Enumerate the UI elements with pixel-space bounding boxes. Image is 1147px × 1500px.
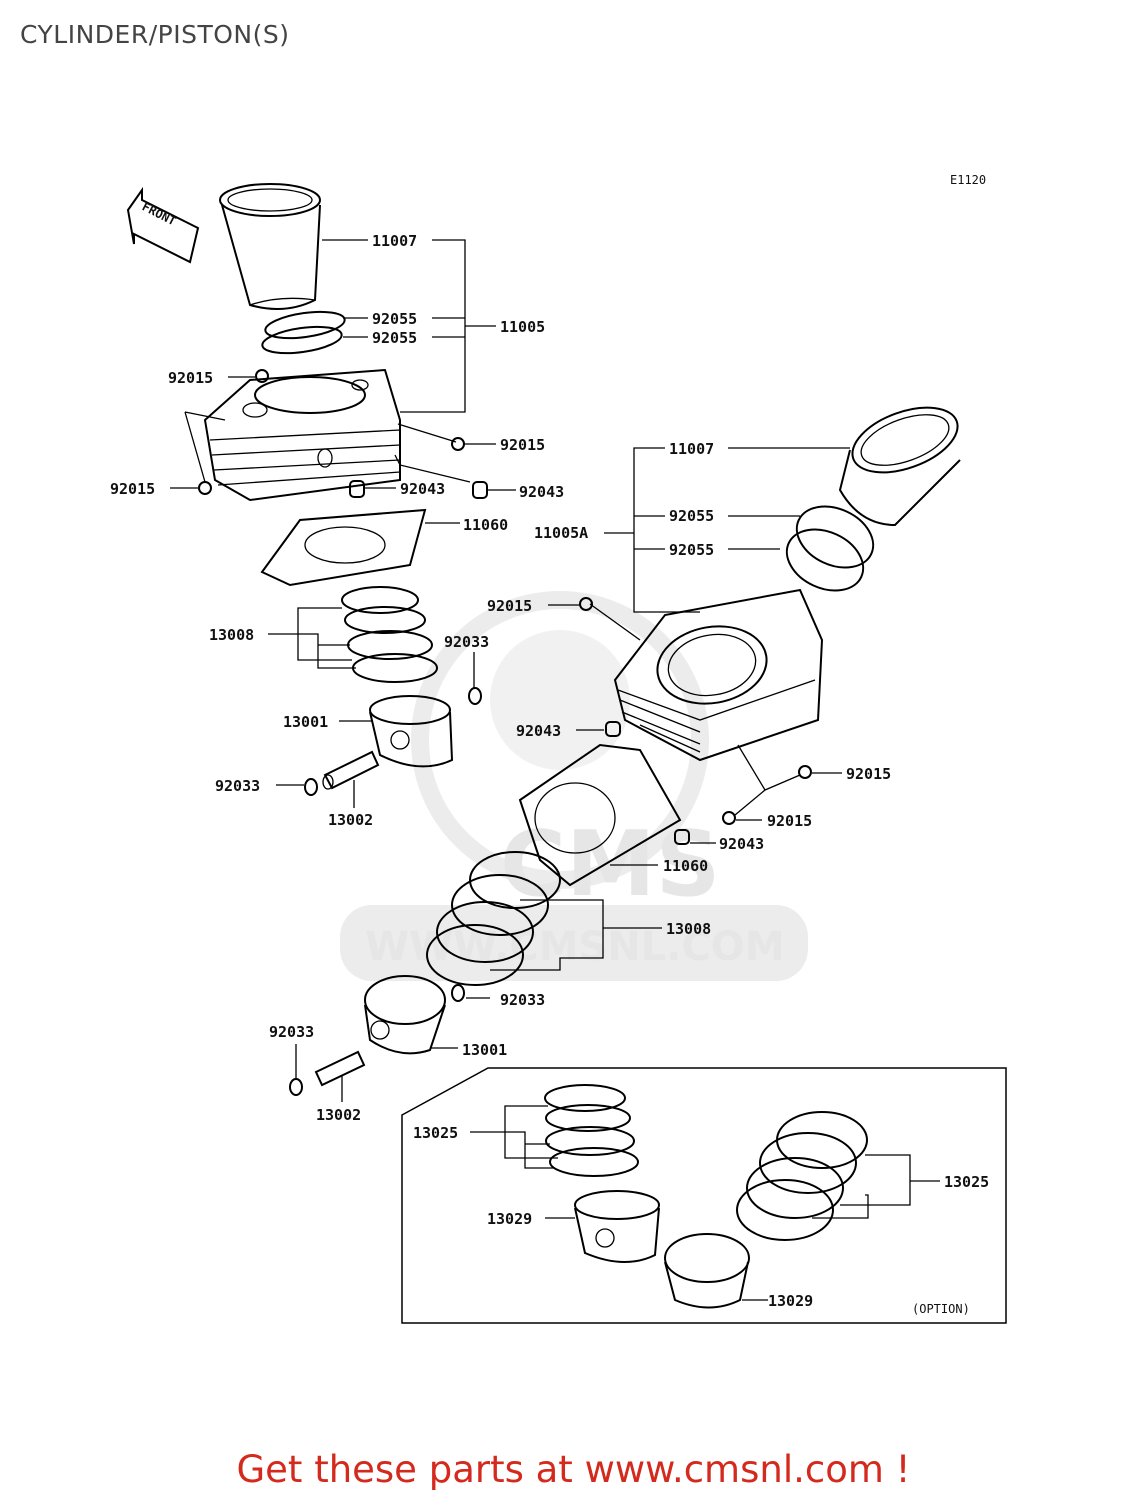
upper-piston-rings xyxy=(341,586,438,683)
callout-option-rings-right: 13025 xyxy=(944,1173,989,1191)
callout-labels: 11007 92055 92055 11005 92015 92015 9201… xyxy=(110,232,989,1316)
lower-bolt-right-b-icon xyxy=(722,811,736,825)
lower-leader-lines xyxy=(295,447,850,1102)
callout-lower-oring-b: 92055 xyxy=(669,541,714,559)
callout-lower-bolt-top: 92015 xyxy=(487,597,532,615)
upper-gasket xyxy=(260,508,427,587)
upper-cylinder-liner xyxy=(219,183,321,310)
upper-o-rings xyxy=(261,310,346,355)
lower-clip-right-icon xyxy=(451,984,465,1002)
lower-cylinder-block xyxy=(613,588,824,762)
front-arrow-icon: FRONT xyxy=(126,186,200,264)
upper-bolt-top-icon xyxy=(255,369,269,383)
watermark: CMS WWW.CMSNL.COM xyxy=(340,591,808,981)
callout-upper-cylinder-assy: 11005 xyxy=(500,318,545,336)
lower-cylinder-liner xyxy=(838,406,961,527)
callout-option-piston-right: 13029 xyxy=(768,1292,813,1310)
callout-upper-oring-b: 92055 xyxy=(372,329,417,347)
lower-piston xyxy=(364,975,446,1055)
option-box xyxy=(401,1067,1007,1324)
callout-lower-rings: 13008 xyxy=(666,920,711,938)
callout-lower-clip-left: 92033 xyxy=(269,1023,314,1041)
upper-cylinder-block xyxy=(203,368,401,502)
callout-lower-bolt-right-a: 92015 xyxy=(846,765,891,783)
option-piston-right xyxy=(664,1233,750,1309)
upper-bolt-right-icon xyxy=(451,437,465,451)
callout-upper-dowel-b: 92043 xyxy=(519,483,564,501)
option-label: (OPTION) xyxy=(912,1302,970,1316)
callout-lower-cylinder-assy: 11005A xyxy=(534,524,588,542)
footer-cta[interactable]: Get these parts at www.cmsnl.com ! xyxy=(236,1448,911,1491)
diagram-code: E1120 xyxy=(950,173,986,187)
option-piston-left xyxy=(574,1190,660,1264)
lower-dowel-right-icon xyxy=(674,829,690,845)
callout-upper-clip-right: 92033 xyxy=(444,633,489,651)
upper-clip-right-icon xyxy=(468,687,482,705)
callout-upper-bolt-right: 92015 xyxy=(500,436,545,454)
callout-upper-oring-a: 92055 xyxy=(372,310,417,328)
lower-bolt-top-icon xyxy=(579,597,593,611)
option-rings-left xyxy=(544,1084,639,1177)
option-leader-lines xyxy=(470,1105,940,1301)
callout-upper-gasket: 11060 xyxy=(463,516,508,534)
callout-lower-oring-a: 92055 xyxy=(669,507,714,525)
lower-piston-pin xyxy=(314,1050,366,1087)
upper-leader-lines xyxy=(170,239,516,808)
callout-upper-clip-left: 92033 xyxy=(215,777,260,795)
callout-option-rings-left: 13025 xyxy=(413,1124,458,1142)
callout-lower-dowel-left: 92043 xyxy=(516,722,561,740)
lower-piston-rings xyxy=(426,851,561,986)
lower-gasket xyxy=(518,743,682,887)
upper-piston-pin xyxy=(322,750,380,790)
option-rings-right xyxy=(736,1111,868,1241)
upper-bolt-left-icon xyxy=(198,481,212,495)
callout-upper-rings: 13008 xyxy=(209,626,254,644)
callout-option-piston-left: 13029 xyxy=(487,1210,532,1228)
callout-upper-piston: 13001 xyxy=(283,713,328,731)
callout-lower-pin: 13002 xyxy=(316,1106,361,1124)
upper-dowel-a-icon xyxy=(349,480,365,498)
page-title: CYLINDER/PISTON(S) xyxy=(20,20,290,49)
upper-clip-left-icon xyxy=(304,778,318,796)
upper-dowel-b-icon xyxy=(472,481,488,499)
lower-dowel-left-icon xyxy=(605,721,621,737)
callout-upper-bolt-top: 92015 xyxy=(168,369,213,387)
lower-o-rings xyxy=(785,505,875,592)
upper-piston xyxy=(369,695,454,768)
callout-lower-dowel-right: 92043 xyxy=(719,835,764,853)
callout-upper-liner: 11007 xyxy=(372,232,417,250)
lower-bolt-right-a-icon xyxy=(798,765,812,779)
callout-upper-bolt-left: 92015 xyxy=(110,480,155,498)
callout-upper-pin: 13002 xyxy=(328,811,373,829)
lower-clip-left-icon xyxy=(289,1078,303,1096)
callout-lower-piston: 13001 xyxy=(462,1041,507,1059)
callout-upper-dowel-a: 92043 xyxy=(400,480,445,498)
callout-lower-clip-right: 92033 xyxy=(500,991,545,1009)
watermark-text: WWW.CMSNL.COM xyxy=(365,924,785,970)
callout-lower-liner: 11007 xyxy=(669,440,714,458)
callout-lower-bolt-right-b: 92015 xyxy=(767,812,812,830)
callout-lower-gasket: 11060 xyxy=(663,857,708,875)
